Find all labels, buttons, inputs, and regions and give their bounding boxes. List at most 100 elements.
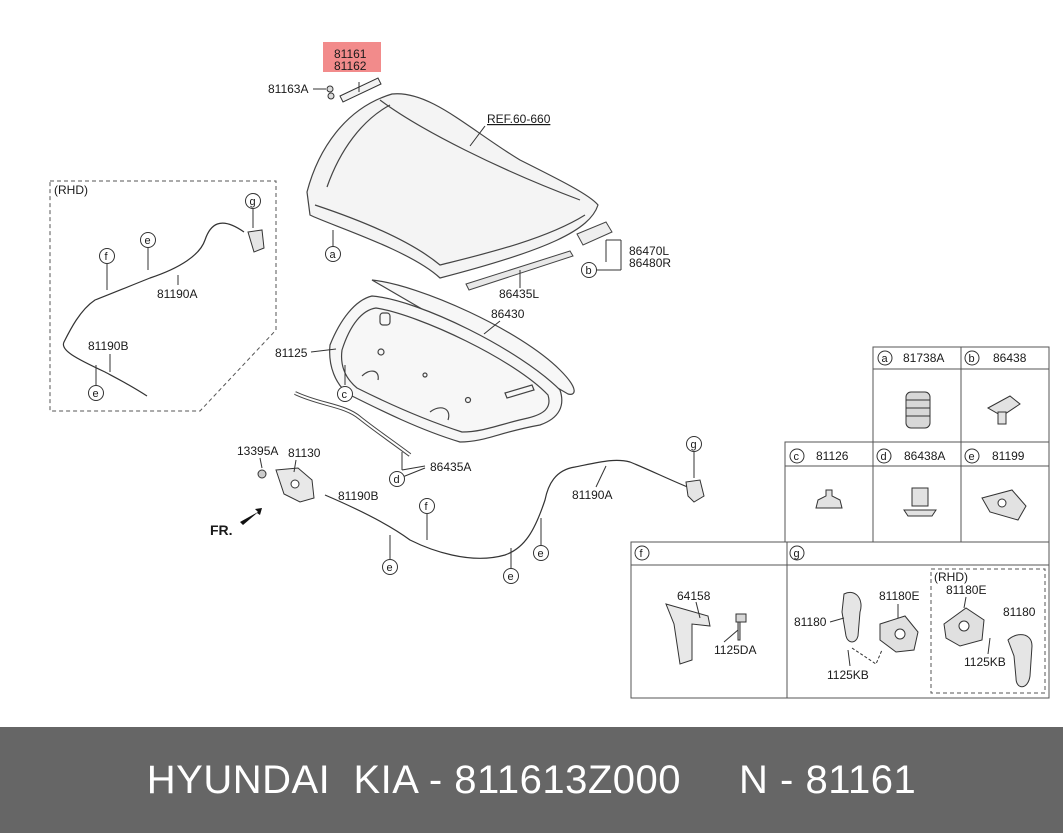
svg-text:g: g: [691, 439, 697, 451]
label-86480R[interactable]: 86480R: [629, 256, 671, 270]
label-81190A-left[interactable]: 81190A: [157, 287, 197, 301]
svg-text:e: e: [538, 548, 544, 560]
svg-text:g: g: [250, 196, 256, 208]
callout-b[interactable]: b: [581, 262, 597, 278]
callout-f-rhd[interactable]: f: [99, 248, 115, 264]
svg-text:c: c: [794, 451, 800, 463]
clip-81126: [815, 489, 843, 509]
callout-e-main-1[interactable]: e: [382, 559, 398, 575]
rhd-label-table[interactable]: (RHD): [934, 570, 968, 584]
svg-text:b: b: [969, 353, 975, 365]
release-cable: [324, 459, 691, 559]
table-header-f[interactable]: f: [634, 545, 650, 561]
callout-c[interactable]: c: [337, 386, 353, 402]
parts-diagram: 81161 81162 81163A REF.60-660 a 86435L 8…: [49, 42, 1050, 699]
callout-e-main-2[interactable]: e: [503, 568, 519, 584]
fr-arrow: FR.: [210, 508, 262, 538]
table-part-g-rhd-81180[interactable]: 81180: [1003, 605, 1036, 619]
hood-latch-81130: [275, 467, 315, 503]
bumper-81738a: [905, 391, 931, 429]
table-header-c[interactable]: c: [789, 448, 805, 464]
svg-text:d: d: [881, 451, 887, 463]
table-part-e[interactable]: 81199: [992, 449, 1025, 463]
label-ref[interactable]: REF.60-660: [487, 112, 551, 126]
svg-text:d: d: [394, 474, 400, 486]
hood-lift-strut: [339, 77, 382, 103]
handle-end: [685, 479, 705, 503]
label-86435L[interactable]: 86435L: [499, 287, 539, 301]
svg-text:b: b: [586, 265, 592, 277]
label-86435A[interactable]: 86435A: [430, 460, 471, 474]
label-81161[interactable]: 81161: [334, 47, 367, 61]
label-86470L[interactable]: 86470L: [629, 244, 669, 258]
latch-handle-rhd-81180: [1007, 634, 1033, 688]
latch-handle-81180: [841, 592, 862, 643]
callout-e-main-3[interactable]: e: [533, 545, 549, 561]
svg-text:f: f: [640, 548, 644, 560]
parts-table: [630, 346, 1050, 699]
table-part-g-rhd-1125KB[interactable]: 1125KB: [964, 655, 1006, 669]
table-part-g-81180[interactable]: 81180: [794, 615, 827, 629]
rhd-box-left: [49, 180, 277, 412]
table-part-c[interactable]: 81126: [816, 449, 849, 463]
callout-e-rhd[interactable]: e: [88, 385, 104, 401]
clip-81199: [981, 489, 1027, 521]
hood-insulator: [329, 279, 575, 443]
callout-e-rhd-top[interactable]: e: [140, 232, 156, 248]
svg-text:e: e: [508, 571, 514, 583]
bracket-64158: [665, 603, 711, 665]
svg-text:f: f: [105, 251, 109, 263]
label-86430[interactable]: 86430: [491, 307, 525, 321]
stud-81163a: [326, 85, 335, 100]
callout-g-main[interactable]: g: [686, 436, 702, 452]
svg-text:e: e: [145, 235, 151, 247]
table-header-d[interactable]: d: [876, 448, 892, 464]
hood-panel: [306, 93, 599, 279]
svg-text:f: f: [425, 501, 429, 513]
table-part-f-64158[interactable]: 64158: [677, 589, 711, 603]
label-81190A-main[interactable]: 81190A: [572, 488, 612, 502]
callout-g-rhd[interactable]: g: [245, 193, 261, 209]
cable-rhd: [62, 222, 245, 397]
svg-text:c: c: [342, 389, 348, 401]
latch-rhd-81180e: [943, 607, 985, 647]
label-81130[interactable]: 81130: [288, 446, 321, 460]
svg-text:e: e: [93, 388, 99, 400]
label-81162[interactable]: 81162: [334, 59, 367, 73]
table-header-e[interactable]: e: [964, 448, 980, 464]
table-part-g-1125KB[interactable]: 1125KB: [827, 668, 869, 682]
bracket-86470l: [576, 221, 613, 246]
svg-text:a: a: [330, 249, 337, 261]
table-part-g-rhd-81180E[interactable]: 81180E: [946, 583, 986, 597]
table-header-a[interactable]: a: [877, 350, 893, 366]
part-highlight: [323, 42, 381, 72]
svg-text:g: g: [794, 548, 800, 560]
svg-text:e: e: [387, 562, 393, 574]
callout-a[interactable]: a: [325, 246, 341, 262]
label-13395A[interactable]: 13395A: [237, 444, 278, 458]
table-header-b[interactable]: b: [964, 350, 980, 366]
table-part-f-1125DA[interactable]: 1125DA: [714, 643, 756, 657]
clip-86438: [986, 395, 1021, 425]
clip-86438a: [903, 487, 937, 517]
callout-d[interactable]: d: [389, 471, 405, 487]
latch-rhd: [247, 229, 265, 253]
bolt-13395a: [257, 469, 267, 479]
table-part-b[interactable]: 86438: [993, 351, 1027, 365]
rhd-label-left[interactable]: (RHD): [54, 183, 88, 197]
label-fr[interactable]: FR.: [210, 522, 233, 538]
footer-part-number: HYUNDAI KIA - 811613Z000 N - 81161: [146, 757, 917, 802]
label-81125[interactable]: 81125: [275, 346, 308, 360]
label-81163A[interactable]: 81163A: [268, 82, 308, 96]
table-part-g-81180E[interactable]: 81180E: [879, 589, 919, 603]
bolt-1125da: [735, 613, 747, 641]
table-header-g[interactable]: g: [789, 545, 805, 561]
svg-text:e: e: [969, 451, 975, 463]
latch-81180e: [879, 615, 919, 653]
table-part-d[interactable]: 86438A: [904, 449, 945, 463]
label-81190B-left[interactable]: 81190B: [88, 339, 128, 353]
table-part-a[interactable]: 81738A: [903, 351, 944, 365]
callout-f-main[interactable]: f: [419, 498, 435, 514]
footer-bar: HYUNDAI KIA - 811613Z000 N - 81161: [0, 727, 1063, 833]
label-81190B-main[interactable]: 81190B: [338, 489, 378, 503]
